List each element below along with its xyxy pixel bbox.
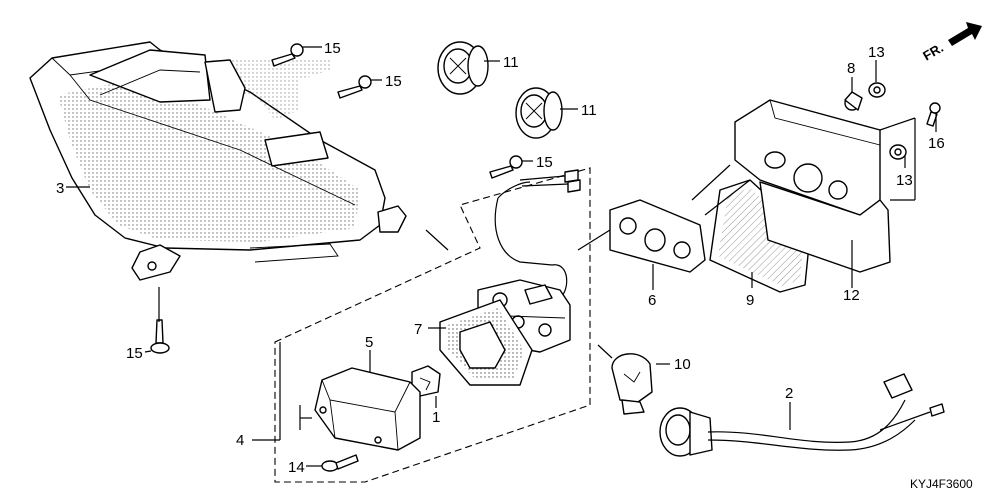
callout-10: 10: [674, 356, 691, 373]
part-2-socket-harness: [659, 373, 945, 457]
callout-14: 14: [288, 459, 305, 476]
part-16-screw: [926, 102, 941, 127]
callout-15-mid: 15: [385, 73, 402, 90]
part-5-license-lens: [314, 367, 421, 451]
leader-lines: [66, 46, 937, 467]
part-4-sub-assembly-outline: [274, 167, 591, 483]
callout-1: 1: [432, 409, 440, 426]
part-7-gasket: [439, 299, 533, 386]
callout-11-top: 11: [503, 54, 519, 71]
direction-label: FR.: [920, 40, 946, 63]
callout-2: 2: [785, 385, 793, 402]
callout-13-top: 13: [868, 44, 885, 61]
screw-15-right: [489, 155, 523, 179]
callout-9: 9: [746, 292, 754, 309]
screw-14: [321, 454, 359, 472]
front-direction-arrow-icon: [948, 22, 982, 46]
callout-15-top: 15: [324, 40, 341, 57]
part-3-tail-light-housing: [29, 41, 407, 281]
callout-16: 16: [928, 135, 945, 152]
screw-15-top: [271, 43, 304, 67]
callout-12: 12: [843, 287, 860, 304]
grommet-11-mid: [515, 87, 563, 139]
callout-13-mid: 13: [896, 172, 913, 189]
callout-8: 8: [847, 60, 855, 77]
part-8-collar: [844, 91, 863, 111]
callout-7: 7: [414, 321, 422, 338]
part-6-lens-gasket: [609, 199, 706, 273]
part-13-nut-top: [868, 82, 886, 98]
callout-15-bottom: 15: [126, 345, 143, 362]
grommet-11-top: [437, 41, 489, 95]
part-10-tail-bulb: [611, 353, 653, 415]
callout-15-right: 15: [536, 154, 553, 171]
callout-5: 5: [365, 334, 373, 351]
screw-15-bottom: [150, 319, 170, 354]
callout-11-mid: 11: [581, 102, 597, 119]
callout-4: 4: [236, 432, 244, 449]
part-13-nut-mid: [889, 144, 907, 160]
callout-3: 3: [56, 180, 64, 197]
diagram-code: KYJ4F3600: [910, 477, 973, 491]
part-12-rear-housing: [734, 99, 891, 273]
screw-15-mid: [337, 75, 372, 99]
callout-6: 6: [648, 292, 656, 309]
